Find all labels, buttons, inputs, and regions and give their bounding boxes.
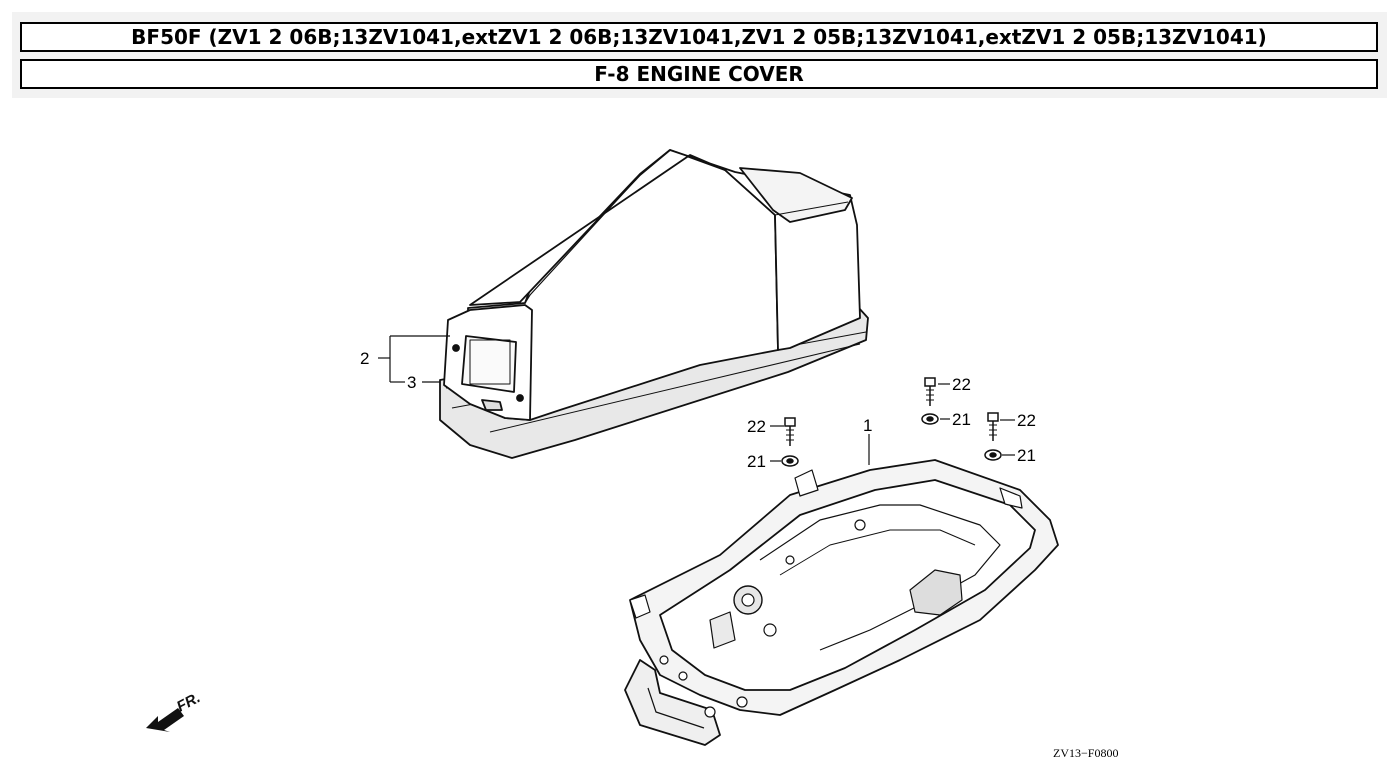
figure-code: ZV13−F0800	[1053, 746, 1118, 760]
washer-21a-icon[interactable]	[921, 413, 939, 425]
leader-lines	[378, 335, 1015, 465]
section-title: F-8 ENGINE COVER	[20, 59, 1378, 89]
model-title: BF50F (ZV1 2 06B;13ZV1041,extZV1 2 06B;1…	[20, 22, 1378, 52]
callout-2: 2	[360, 349, 369, 368]
washer-21b-icon[interactable]	[781, 455, 799, 467]
callout-1: 1	[863, 416, 872, 435]
washer-21c-icon[interactable]	[984, 449, 1002, 461]
callout-21-upper: 21	[952, 410, 971, 429]
callout-22-right: 22	[1017, 411, 1036, 430]
undercase-floor	[659, 479, 1036, 691]
bolt-22a-icon[interactable]	[924, 377, 936, 406]
callout-22-left: 22	[747, 417, 766, 436]
callout-21-left: 21	[747, 452, 766, 471]
cover-rear-vent	[739, 167, 853, 223]
cover-top	[469, 149, 861, 351]
engine-cover[interactable]	[439, 149, 869, 459]
front-arrow-icon: FR.	[146, 689, 203, 732]
callout-21-right: 21	[1017, 446, 1036, 465]
undercase[interactable]	[624, 459, 1059, 746]
undercase-handle	[624, 659, 721, 746]
callout-3: 3	[407, 373, 416, 392]
callout-22-upper: 22	[952, 375, 971, 394]
bolt-22b-icon[interactable]	[784, 417, 796, 446]
cover-latch	[481, 399, 503, 411]
bolt-22c-icon[interactable]	[987, 412, 999, 441]
